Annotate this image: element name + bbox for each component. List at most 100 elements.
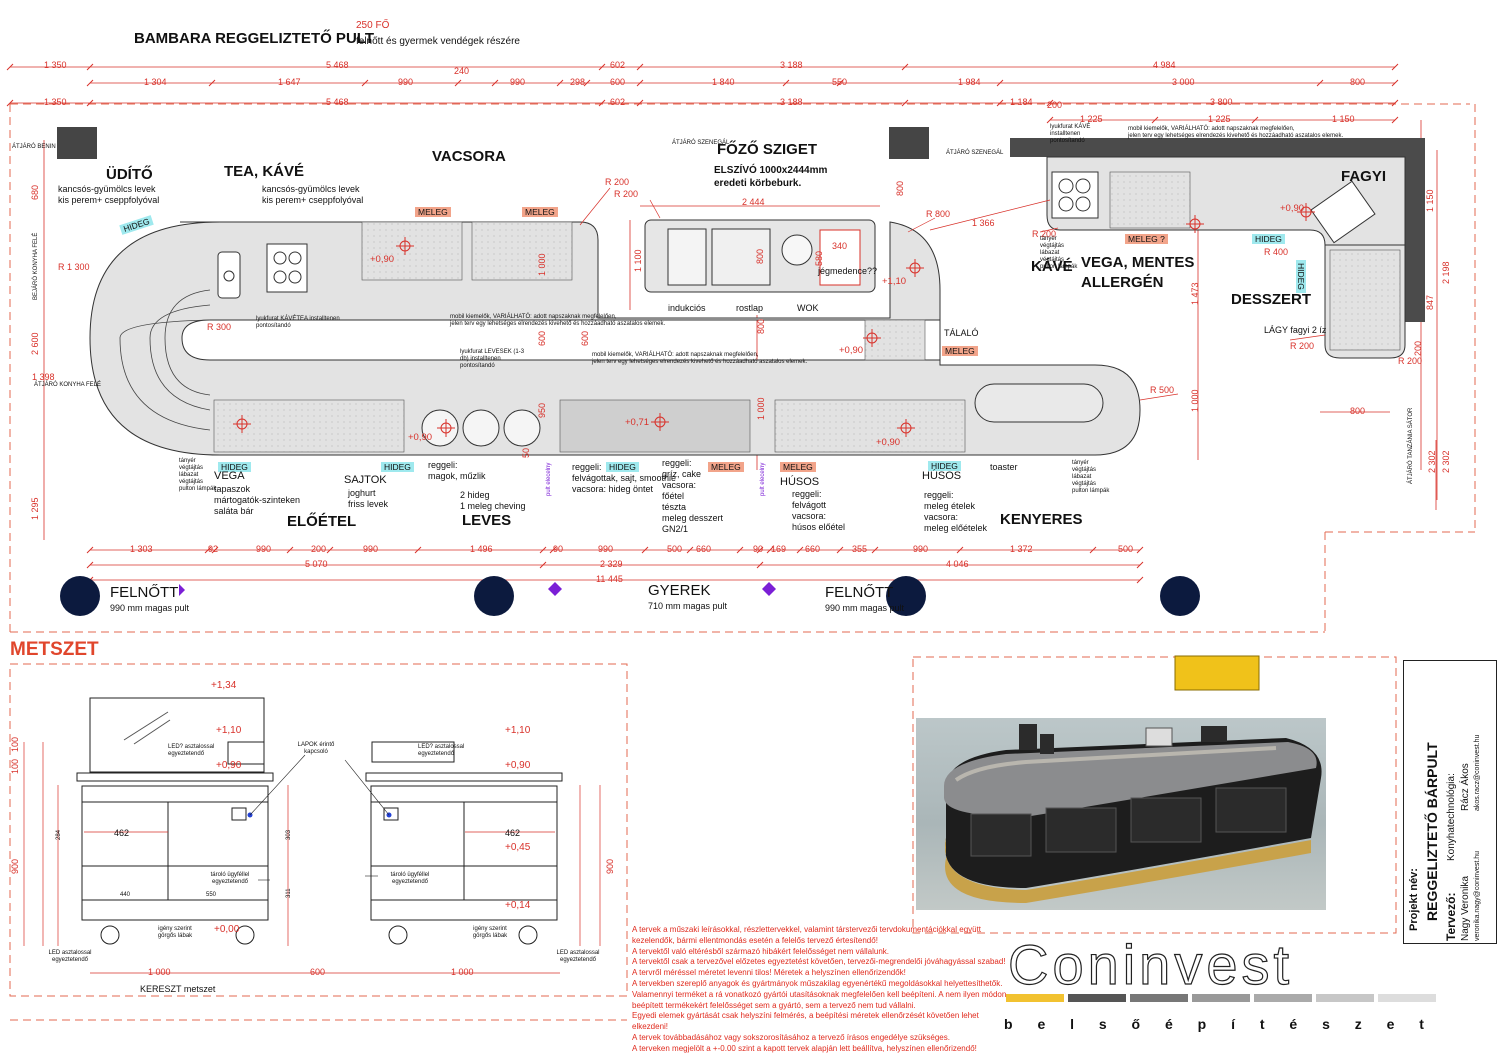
passage-right: ÁTJÁRÓ SZENEGÁL [946,150,1004,156]
section-title: METSZET [10,639,99,660]
dim-top2-e: 990 [510,77,526,87]
brand-tagline-letter: b [1004,1016,1013,1032]
brand-tagline-letter: ő [1131,1016,1141,1032]
zone-husos2-line4: meleg előételek [924,523,988,533]
tag-hideg-7: HIDEG [1296,260,1306,293]
gn-well-1 [361,221,463,281]
zone-gyerek-line1: reggeli: [572,462,602,472]
sheet-title: BAMBARA REGGELIZTETŐ PULT [134,30,374,47]
dim-top3-b: 5 468 [326,97,349,107]
dim-top1-b: 5 468 [326,60,349,70]
soup-well-3 [503,409,541,447]
note-mobil-2b: jelen terv egy lehetséges elrendezés kiv… [592,359,808,365]
section-drawing [76,697,563,945]
passage-right-vertical: ÁTJÁRÓ TANZÁNIA SÁTOR [1408,407,1414,484]
brand-tagline-letter: l [1070,1016,1074,1032]
dimension-tick [6,99,14,107]
brand-stripe-7 [1378,994,1436,1002]
disclaimer-text: A tervek a műszaki leírásokkal, részlett… [632,925,1012,1055]
disclaimer-line: A tervek a műszaki leírásokkal, részlett… [632,925,982,934]
note-lyuk-kave: lyukfurat KÁVÉTEA installtenen pontosíta… [256,316,340,329]
dimension-tick [1316,79,1324,87]
section-level-8: +0,00 [214,924,240,935]
wall-top-right [1010,138,1425,157]
section-tarolo-2: tároló ügyféllel egyeztetendő [390,872,430,885]
hob-kave [1051,171,1099,219]
disclaimer-line: A tervek továbbadásához vagy sokszorosít… [632,1032,950,1042]
dim-top2-k: 3 000 [1172,77,1195,87]
brand-tagline-letter: s [1322,1016,1330,1032]
dimension-tick [598,99,606,107]
marker-3 [762,582,776,596]
note-lyuk-leves: lyukfurat LEVESEK (1-3 db) installtenen … [460,349,525,369]
dimension-tick [782,79,790,87]
dim-inner-9: 1 473 [1190,282,1200,305]
dim-bottom1-15: 990 [913,544,929,554]
dim-inner-4: 600 [580,330,590,346]
zone-vega-mentes: VEGA, MENTES [1081,254,1195,271]
brand-stripe-1 [1006,994,1064,1002]
dimension-tick [1136,561,1144,569]
audience-child-desc: 710 mm magas pult [648,601,728,611]
project-name: REGGELIZTETŐ BÁRPULT [1424,742,1440,921]
audience-adult-1-desc: 990 mm magas pult [110,603,190,613]
note-mobil-3b: jelen terv egy lehetséges elrendezés kiv… [1128,133,1344,139]
dimension-tick [86,63,94,71]
section-igeny-1: igény szerint görgős lábak [157,926,193,939]
dimension-tick [414,546,422,554]
designer-name: Nagy Veronika [1460,875,1471,941]
level-plan-4: +0,90 [839,345,864,356]
section-level-1: +1,34 [211,680,237,691]
marker-1 [179,584,185,596]
tag-meleg-3: MELEG [942,346,978,356]
audience-child: GYEREK [648,582,711,599]
dim-bottom2-3: 4 046 [946,559,969,569]
dimension-tick [539,561,547,569]
title-block: Projekt név: REGGELIZTETŐ BÁRPULT Konyha… [1403,660,1497,944]
section-dim-900-1: 900 [10,858,20,874]
dimension-tick [766,546,774,554]
level-plan-1: +0,90 [370,254,395,265]
section-dim-100-1: 100 [10,758,20,774]
soup-well-2 [462,409,500,447]
dispenser [217,251,241,299]
dim-top2-j: 1 984 [958,77,981,87]
brand-stripe-4 [1192,994,1250,1002]
dim-right-4: 200 [1413,340,1423,356]
zone-kenyeres: KENYERES [1000,511,1083,528]
dim-bottom1-12: 169 [771,544,787,554]
griddle [711,228,771,286]
zone-leves: LEVES [462,512,512,529]
dim-top2-c: 990 [398,77,414,87]
dim-top3-c: 602 [610,97,626,107]
dim-inner-1: 1 100 [633,249,643,272]
top-dimension-lines [10,66,1395,581]
equip-griddle: rostlap [736,303,764,313]
zone-vega-line3: saláta bár [214,506,254,516]
zone-tea-desc2: kis perem+ cseppfolyóval [262,195,364,205]
brand-tagline-letter: e [1386,1016,1395,1032]
section-led-1: LED? asztalossal egyeztetendő [168,744,215,757]
dim-inner-11: 340 [832,241,848,251]
radius-3: R 1 300 [58,262,90,272]
wall-right [1405,138,1425,322]
dimension-tick [1136,576,1144,584]
note-mobil-3a: mobil kiemelők, VARIÁLHATÓ: adott napsza… [1128,126,1295,132]
zone-husos1-line2: felvágott [792,500,827,510]
dimension-tick [549,546,557,554]
gn-well-4 [559,399,751,453]
dim-bottom1-13: 660 [805,544,821,554]
column-block-center [889,127,929,159]
dim-inner-6: 50 [521,447,531,458]
zone-vega-line2: mártogatók-szinteken [214,495,301,505]
dim-right-1: 1 150 [1425,189,1435,212]
brand-tagline-letter: t [1259,1016,1265,1032]
dim-bottom1-1: 1 303 [130,544,153,554]
dimension-tick [1251,116,1259,124]
dim-bottom2-2: 2 329 [600,559,623,569]
zone-vega: VEGA [214,470,245,482]
section-dim-303: 303 [286,829,292,840]
zone-sajtok: SAJTOK [344,474,387,486]
gn-well-8 [864,319,926,361]
